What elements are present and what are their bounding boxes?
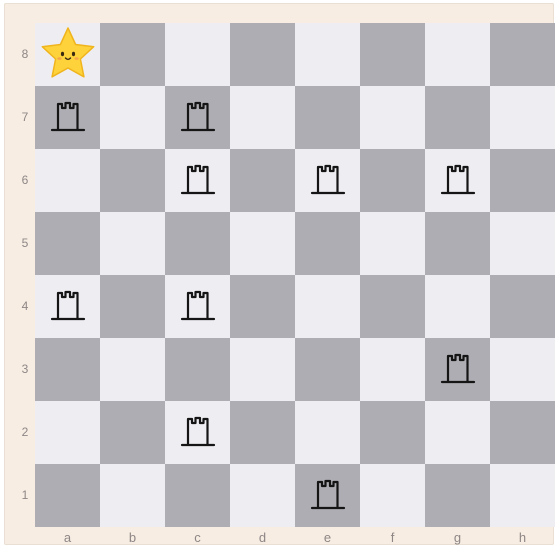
file-label: d	[230, 530, 295, 545]
square-c6[interactable]	[165, 149, 230, 212]
file-label: a	[35, 530, 100, 545]
square-d1[interactable]	[230, 464, 295, 527]
square-f5[interactable]	[360, 212, 425, 275]
square-e2[interactable]	[295, 401, 360, 464]
square-e4[interactable]	[295, 275, 360, 338]
file-label: f	[360, 530, 425, 545]
square-h4[interactable]	[490, 275, 555, 338]
square-e5[interactable]	[295, 212, 360, 275]
rook-icon[interactable]	[179, 285, 217, 329]
square-b6[interactable]	[100, 149, 165, 212]
rook-icon[interactable]	[309, 474, 347, 518]
square-d3[interactable]	[230, 338, 295, 401]
square-f6[interactable]	[360, 149, 425, 212]
rook-icon[interactable]	[49, 96, 87, 140]
rook-icon[interactable]	[179, 411, 217, 455]
rank-label: 7	[18, 86, 32, 149]
square-f8[interactable]	[360, 23, 425, 86]
square-b1[interactable]	[100, 464, 165, 527]
square-e6[interactable]	[295, 149, 360, 212]
rank-label: 5	[18, 212, 32, 275]
square-b2[interactable]	[100, 401, 165, 464]
rank-label: 2	[18, 401, 32, 464]
square-h5[interactable]	[490, 212, 555, 275]
file-label: c	[165, 530, 230, 545]
square-h2[interactable]	[490, 401, 555, 464]
square-a4[interactable]	[35, 275, 100, 338]
rook-icon[interactable]	[179, 159, 217, 203]
square-e8[interactable]	[295, 23, 360, 86]
rank-label: 4	[18, 275, 32, 338]
square-f3[interactable]	[360, 338, 425, 401]
square-d5[interactable]	[230, 212, 295, 275]
square-e1[interactable]	[295, 464, 360, 527]
rook-icon[interactable]	[439, 348, 477, 392]
square-b3[interactable]	[100, 338, 165, 401]
rook-icon[interactable]	[439, 159, 477, 203]
square-d4[interactable]	[230, 275, 295, 338]
rook-icon[interactable]	[49, 285, 87, 329]
square-g3[interactable]	[425, 338, 490, 401]
square-a2[interactable]	[35, 401, 100, 464]
square-g5[interactable]	[425, 212, 490, 275]
file-label: h	[490, 530, 555, 545]
file-label: g	[425, 530, 490, 545]
square-g8[interactable]	[425, 23, 490, 86]
square-f4[interactable]	[360, 275, 425, 338]
square-b8[interactable]	[100, 23, 165, 86]
square-f2[interactable]	[360, 401, 425, 464]
square-c1[interactable]	[165, 464, 230, 527]
square-f1[interactable]	[360, 464, 425, 527]
rank-label: 3	[18, 338, 32, 401]
square-h6[interactable]	[490, 149, 555, 212]
square-c5[interactable]	[165, 212, 230, 275]
chessboard	[35, 23, 555, 527]
square-a6[interactable]	[35, 149, 100, 212]
square-e3[interactable]	[295, 338, 360, 401]
square-a3[interactable]	[35, 338, 100, 401]
square-g1[interactable]	[425, 464, 490, 527]
file-label: e	[295, 530, 360, 545]
square-d2[interactable]	[230, 401, 295, 464]
square-b7[interactable]	[100, 86, 165, 149]
square-h3[interactable]	[490, 338, 555, 401]
square-d6[interactable]	[230, 149, 295, 212]
square-h8[interactable]	[490, 23, 555, 86]
file-label: b	[100, 530, 165, 545]
square-c7[interactable]	[165, 86, 230, 149]
rook-icon[interactable]	[179, 96, 217, 140]
square-c8[interactable]	[165, 23, 230, 86]
square-b4[interactable]	[100, 275, 165, 338]
square-b5[interactable]	[100, 212, 165, 275]
rank-label: 1	[18, 464, 32, 527]
square-f7[interactable]	[360, 86, 425, 149]
rook-icon[interactable]	[309, 159, 347, 203]
square-g7[interactable]	[425, 86, 490, 149]
square-c3[interactable]	[165, 338, 230, 401]
square-a8[interactable]	[35, 23, 100, 86]
square-d7[interactable]	[230, 86, 295, 149]
square-e7[interactable]	[295, 86, 360, 149]
square-d8[interactable]	[230, 23, 295, 86]
star-icon[interactable]	[39, 25, 97, 85]
square-h1[interactable]	[490, 464, 555, 527]
square-c2[interactable]	[165, 401, 230, 464]
square-g4[interactable]	[425, 275, 490, 338]
square-c4[interactable]	[165, 275, 230, 338]
square-h7[interactable]	[490, 86, 555, 149]
square-g2[interactable]	[425, 401, 490, 464]
rank-label: 6	[18, 149, 32, 212]
rank-label: 8	[18, 23, 32, 86]
square-a1[interactable]	[35, 464, 100, 527]
square-a5[interactable]	[35, 212, 100, 275]
square-a7[interactable]	[35, 86, 100, 149]
square-g6[interactable]	[425, 149, 490, 212]
